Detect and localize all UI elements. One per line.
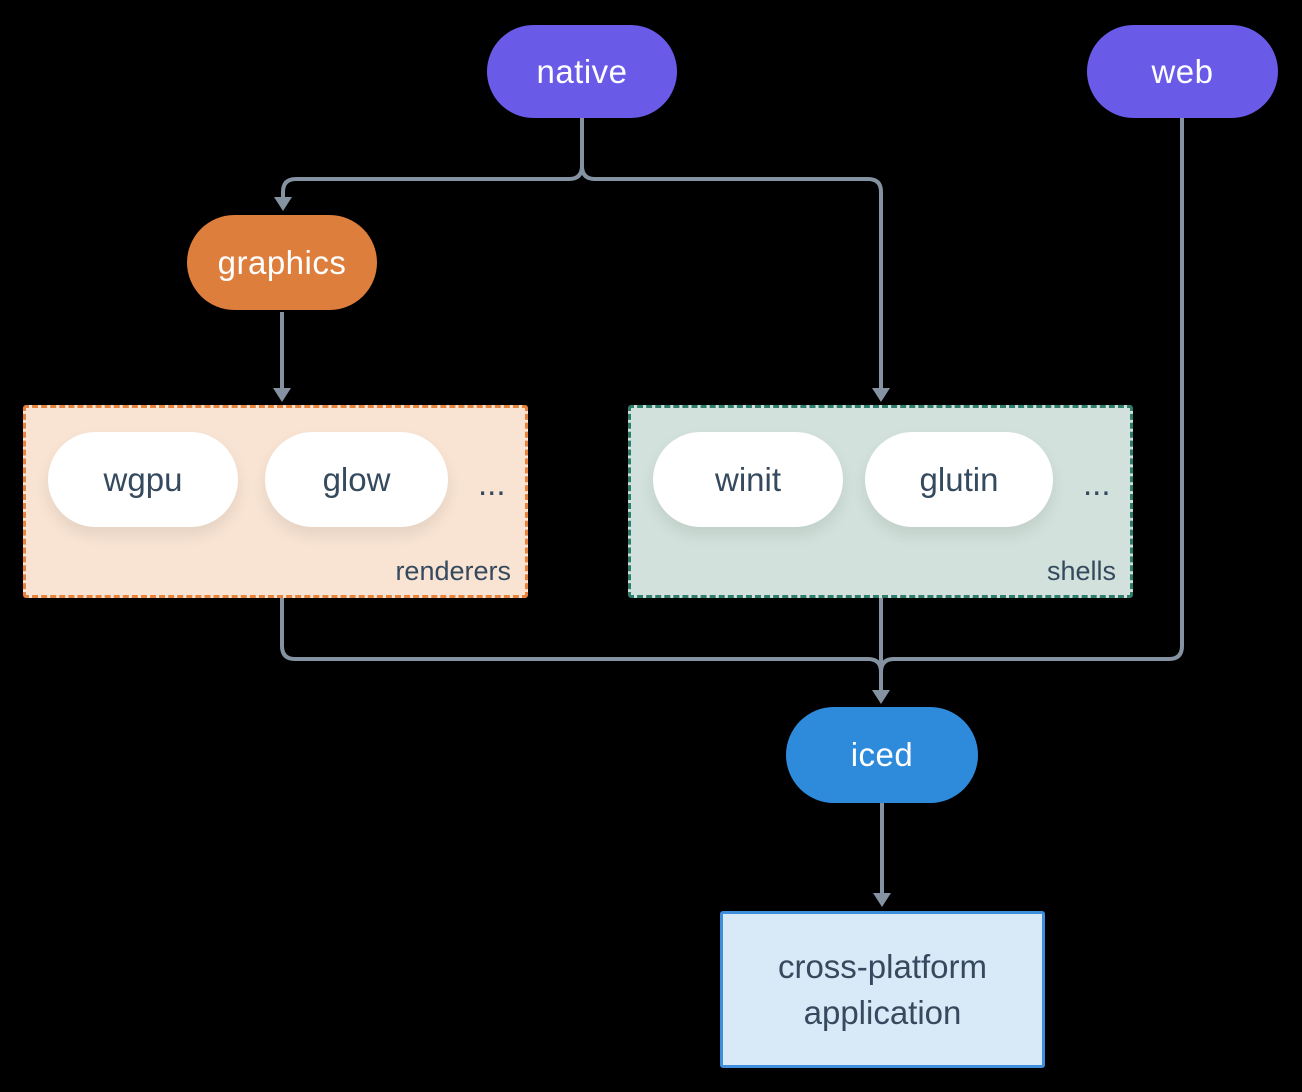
node-wgpu: wgpu (48, 432, 238, 527)
node-glow: glow (265, 432, 448, 527)
node-native-label: native (536, 52, 628, 90)
arrowhead-shells (872, 388, 890, 402)
arrowhead-renderers (273, 388, 291, 402)
node-graphics: graphics (187, 215, 377, 310)
group-shells: winit glutin ... shells (628, 405, 1133, 598)
arrowhead-graphics (274, 197, 292, 211)
edge-native-graphics (281, 165, 584, 197)
edge-renderers-iced (280, 598, 883, 673)
node-graphics-label: graphics (217, 243, 347, 281)
node-web-label: web (1151, 52, 1214, 90)
renderers-ellipsis: ... (478, 465, 506, 502)
node-web: web (1087, 25, 1278, 118)
node-winit: winit (653, 432, 843, 527)
shells-ellipsis: ... (1083, 465, 1111, 502)
arrowhead-iced (872, 690, 890, 704)
group-renderers: wgpu glow ... renderers (23, 405, 528, 598)
node-application-line2: application (803, 993, 962, 1031)
node-glutin: glutin (865, 432, 1053, 527)
node-wgpu-label: wgpu (103, 460, 183, 498)
arrowhead-application (873, 893, 891, 907)
edge-native-shells (580, 165, 883, 388)
node-application-line1: cross-platform (777, 947, 988, 985)
group-shells-label: shells (1046, 556, 1116, 586)
node-winit-label: winit (714, 460, 782, 498)
node-application: cross-platform application (720, 911, 1045, 1068)
node-glow-label: glow (322, 460, 391, 498)
node-iced-label: iced (850, 736, 914, 773)
node-native: native (487, 25, 677, 118)
group-renderers-label: renderers (395, 556, 511, 586)
node-iced: iced (786, 707, 978, 803)
node-glutin-label: glutin (919, 460, 999, 498)
